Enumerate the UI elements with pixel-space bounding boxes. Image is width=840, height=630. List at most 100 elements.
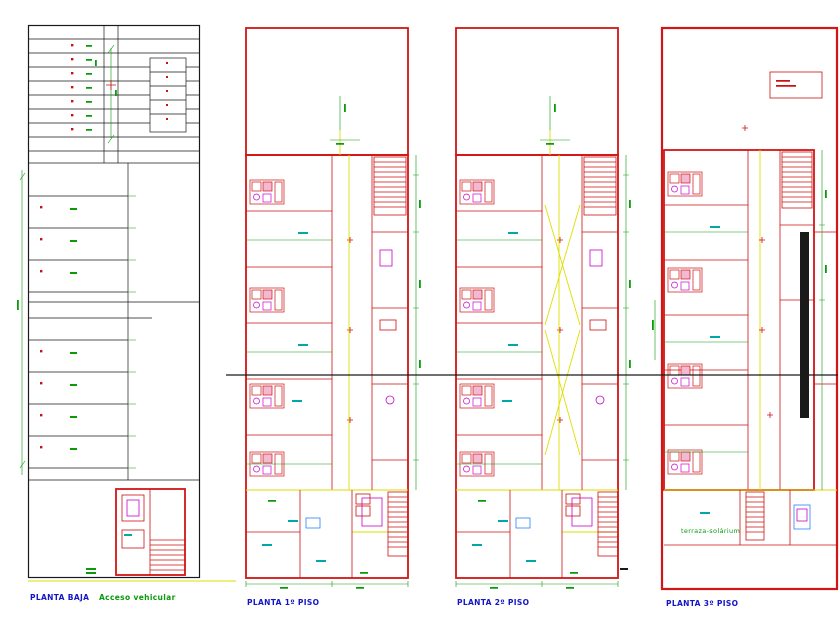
- stair-outline: [781, 151, 813, 209]
- stair2-treads: [388, 496, 408, 548]
- outer-wall: [245, 154, 409, 579]
- bathroom-cluster: [249, 287, 285, 313]
- walls-bottom: [664, 490, 837, 546]
- interior-dims: [456, 239, 542, 465]
- dim-text-right: [629, 200, 631, 368]
- dimension-bottom: [455, 581, 619, 587]
- ramp-aisle-walls: [103, 26, 119, 163]
- interior-walls-right: [371, 155, 408, 490]
- plan-planta-3-piso: [652, 26, 839, 591]
- stair-treads: [782, 156, 812, 203]
- stair-outline: [583, 156, 617, 216]
- room-label: [710, 336, 720, 338]
- interior-walls-left: [456, 155, 543, 490]
- room-label: [288, 520, 298, 522]
- stair2-outline: [745, 491, 765, 541]
- stair-outline: [373, 156, 407, 216]
- roof-cross: [742, 125, 748, 131]
- roof-tank: [769, 71, 823, 99]
- dim-text-right: [419, 200, 421, 368]
- bathroom-cluster: [459, 383, 495, 409]
- room-label: [262, 544, 272, 546]
- parking-stall-lines-mid: [29, 163, 199, 481]
- ramp-text: [86, 568, 96, 574]
- electrical-lines: [246, 130, 408, 533]
- interior-dims: [246, 239, 332, 465]
- stall-markers-top: [71, 44, 74, 131]
- stall-numbers-mid: [70, 208, 77, 450]
- room-label: [292, 400, 302, 402]
- dim-text-left: [17, 300, 19, 310]
- stair-treads: [584, 161, 616, 208]
- fixture-blue: [793, 504, 811, 530]
- elevator: [121, 494, 145, 522]
- dimension-right: [819, 150, 825, 490]
- void-diagonals: [544, 204, 581, 456]
- plan-planta-1-piso: [245, 27, 421, 589]
- storage-markers: [166, 62, 168, 120]
- plan-title-planta-baja: PLANTA BAJA: [30, 593, 90, 602]
- parking-stall-lines-top: [29, 38, 199, 152]
- fixture: [385, 395, 395, 405]
- bathroom-cluster: [667, 171, 703, 197]
- room-label: [316, 560, 326, 562]
- room-label: [508, 344, 518, 346]
- stall-dim-ticks: [128, 195, 136, 469]
- interior-dims: [664, 231, 748, 453]
- bench-mark-note: [620, 568, 628, 570]
- terrace-dim-text: [336, 104, 346, 145]
- roof-tank-text: [776, 80, 796, 87]
- fixture: [796, 508, 808, 522]
- red-crosses: [759, 237, 773, 418]
- dim-text-right: [825, 190, 827, 273]
- bathroom-cluster: [667, 363, 703, 389]
- kitchen-fixture: [355, 505, 371, 517]
- fixture-blue: [515, 517, 531, 529]
- column-cross: [106, 80, 116, 90]
- storage-grid: [149, 57, 187, 133]
- fixture: [379, 319, 397, 331]
- stair2-treads: [598, 496, 618, 548]
- stair-core: [115, 488, 186, 576]
- stair2-outline: [387, 491, 409, 557]
- electrical-lines: [456, 130, 618, 533]
- electrical-lines: [664, 150, 837, 491]
- bathroom-cluster: [459, 287, 495, 313]
- dimension-right: [413, 155, 419, 490]
- fixture: [589, 249, 603, 267]
- plan-planta-2-piso: [455, 27, 631, 589]
- terrace-dims: [330, 96, 360, 141]
- plan-title-3-piso: PLANTA 3º PISO: [666, 599, 739, 608]
- dimension-vertical-aisle: [107, 44, 115, 144]
- shaft: [800, 232, 809, 418]
- outer-wall: [663, 149, 815, 491]
- stall-markers-mid: [40, 206, 43, 449]
- dimension-bottom: [245, 581, 409, 587]
- interior-walls-right: [581, 155, 618, 490]
- terrace-dim-text: [546, 104, 556, 145]
- storage-grid-lines: [150, 71, 186, 115]
- stair2-treads: [746, 496, 764, 533]
- room-label: [526, 560, 536, 562]
- plan-title-1-piso: PLANTA 1º PISO: [247, 598, 320, 607]
- elevator-cab: [126, 499, 140, 517]
- outer-wall: [455, 154, 619, 579]
- lobby: [121, 529, 145, 549]
- room-label: [472, 544, 482, 546]
- walls-bottom: [246, 490, 353, 578]
- note-text: [268, 500, 368, 574]
- stair-treads: [374, 161, 406, 208]
- dim-text-aisle: [95, 60, 117, 96]
- outer-boundary: [660, 26, 839, 591]
- bathroom-cluster: [667, 267, 703, 293]
- annotation-acceso-vehicular: Acceso vehicular: [99, 593, 176, 602]
- stall-numbers-top: [86, 45, 92, 131]
- annotation-terraza-solarium: terraza-solárium: [681, 527, 741, 535]
- room-label: [298, 232, 308, 234]
- plan-planta-baja: [17, 24, 236, 582]
- room-label: [498, 520, 508, 522]
- kitchen-fixture: [565, 505, 581, 517]
- fixture-blue: [305, 517, 321, 529]
